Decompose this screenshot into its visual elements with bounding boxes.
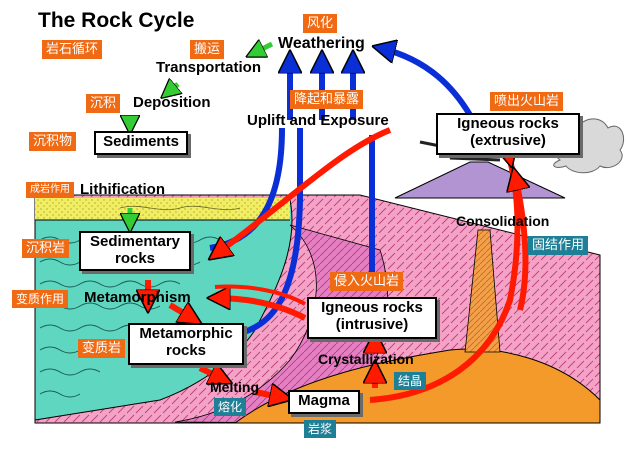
tag-uplift: 降起和暴露 — [290, 90, 364, 109]
green-arrows — [130, 44, 274, 226]
uplift-label: Uplift and Exposure — [247, 112, 389, 129]
tag-metamorphism: 变质作用 — [12, 290, 69, 308]
tag-weathering: 风化 — [303, 14, 338, 33]
tag-magma: 岩浆 — [304, 420, 337, 438]
tag-transportation: 搬运 — [190, 40, 225, 59]
consolidation-label: Consolidation — [456, 213, 550, 229]
chinese-title-tag: 岩石循环 — [42, 40, 103, 59]
melting-label: Melting — [210, 379, 259, 395]
tag-deposition: 沉积 — [86, 94, 121, 113]
tag-consolidation: 固结作用 — [528, 236, 589, 255]
sediments-box: Sediments — [94, 131, 188, 155]
igneous-intrusive-box: Igneous rocks (intrusive) — [307, 297, 437, 339]
tag-intrusive: 侵入火山岩 — [330, 272, 404, 291]
weathering-label: Weathering — [278, 35, 365, 52]
sedimentary-rocks-box: Sedimentary rocks — [79, 231, 191, 271]
transportation-label: Transportation — [156, 59, 262, 76]
metamorphism-label: Metamorphism — [84, 289, 191, 306]
page-title: The Rock Cycle — [38, 9, 195, 32]
igneous-extrusive-box: Igneous rocks (extrusive) — [436, 113, 580, 155]
tag-metamorphic-rocks: 变质岩 — [78, 339, 126, 358]
metamorphic-rocks-box: Metamorphic rocks — [128, 323, 244, 365]
tag-sediments: 沉积物 — [29, 132, 77, 151]
lithification-label: Lithification — [80, 181, 165, 198]
crystallization-label: Crystallization — [318, 351, 414, 367]
tag-crystallization: 结晶 — [394, 372, 427, 390]
deposition-label: Deposition — [133, 94, 211, 111]
tag-extrusive: 喷出火山岩 — [490, 92, 564, 111]
tag-sedimentary-rocks: 沉积岩 — [22, 239, 70, 258]
volcano — [394, 161, 566, 199]
magma-box: Magma — [288, 390, 360, 414]
tag-melting: 熔化 — [214, 398, 247, 416]
tag-lithification: 成岩作用 — [26, 182, 74, 198]
